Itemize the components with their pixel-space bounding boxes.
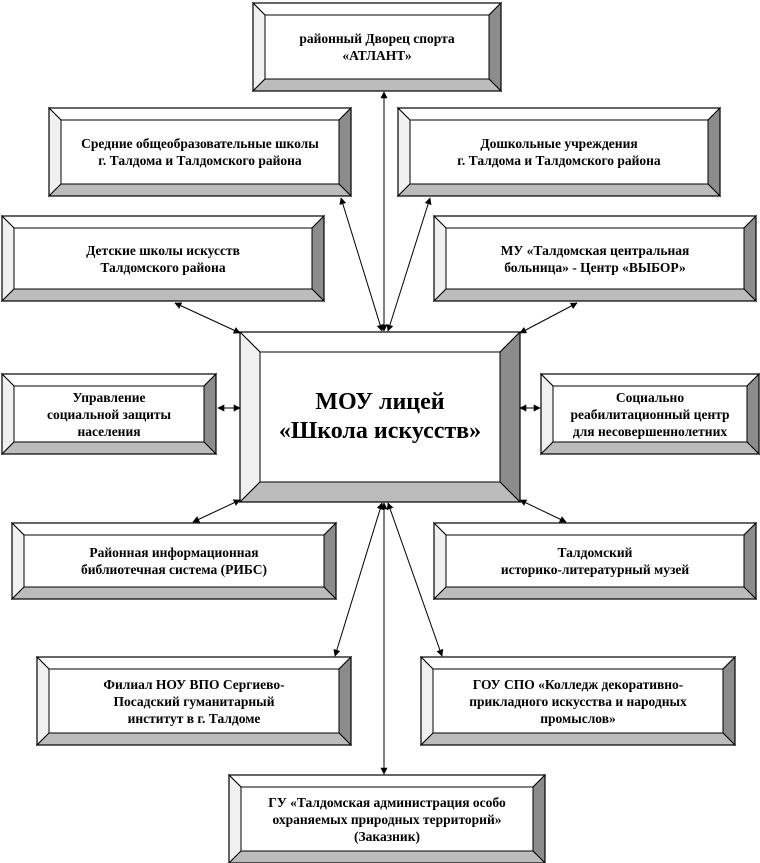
node-atlant-box xyxy=(251,1,503,93)
node-college-label: ГОУ СПО «Колледж декоративно- прикладног… xyxy=(469,676,687,726)
node-institute-box xyxy=(35,655,353,747)
node-library-box xyxy=(10,521,338,601)
node-schools-box xyxy=(47,106,353,198)
connector-museum xyxy=(519,499,567,523)
center-title-line1: МОУ лицей xyxy=(315,388,445,415)
node-preschool-box xyxy=(396,106,722,198)
node-museum-label: Талдомский историко-литературный музей xyxy=(500,545,690,577)
node-library-label: Районная информационная библиотечная сис… xyxy=(81,545,267,577)
connector-schools xyxy=(339,197,384,332)
center-title: МОУ лицей «Школа искусств» xyxy=(262,353,498,480)
node-institute-label: Филиал НОУ ВПО Сергиево- Посадский гуман… xyxy=(103,676,285,726)
node-atlant-label: районный Дворец спорта «АТЛАНТ» xyxy=(299,31,455,63)
connector-institute xyxy=(333,502,384,657)
node-rehab-center-label: Социально реабилитационный центр для нес… xyxy=(570,389,730,439)
node-art-schools-box xyxy=(0,214,326,303)
connector-library xyxy=(192,499,241,523)
node-hospital-box xyxy=(432,214,758,303)
connector-preschool xyxy=(386,197,432,332)
node-preschool-label: Дошкольные учреждения г. Талдома и Талдо… xyxy=(457,136,661,168)
node-museum-box xyxy=(432,521,758,601)
center-title-line2: «Школа искусств» xyxy=(278,417,482,444)
node-social-protection-box xyxy=(0,372,218,456)
node-reserve-box xyxy=(227,773,547,863)
node-college-box xyxy=(419,655,737,747)
node-reserve-label: ГУ «Талдомская администрация особо охран… xyxy=(268,794,506,844)
connector-college xyxy=(386,502,444,657)
connector-art-schools xyxy=(174,302,241,334)
node-art-schools-label: Детские школы искусств Талдомского район… xyxy=(86,242,240,275)
connector-hospital xyxy=(519,302,578,334)
node-rehab-center-box xyxy=(539,372,760,456)
node-schools-label: Средние общеобразовательные школы г. Тал… xyxy=(81,136,319,168)
node-social-protection-label: Управление социальной защиты населения xyxy=(46,389,172,439)
node-hospital-label: МУ «Талдомская центральная больница» - Ц… xyxy=(500,242,690,275)
center-box xyxy=(238,330,522,504)
